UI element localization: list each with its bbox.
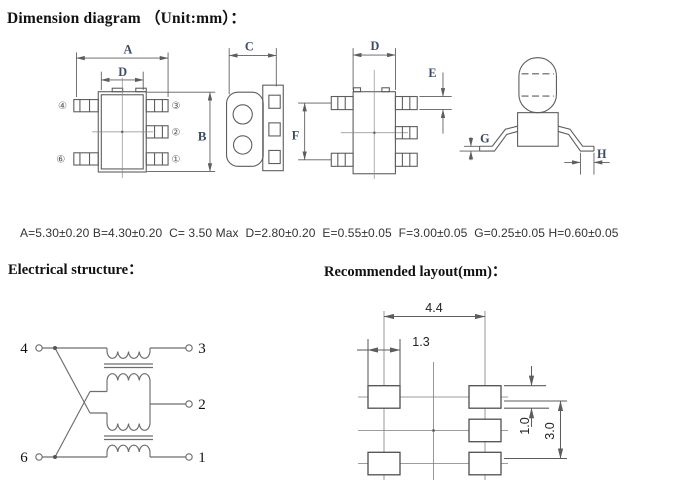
left-lead bbox=[479, 125, 518, 152]
dim-label-a: A bbox=[124, 42, 133, 56]
layout-dimensions: 4.4 1.3 1.0 3.0 bbox=[357, 301, 567, 460]
dim-label-d: D bbox=[118, 65, 127, 79]
pin-number-4: ④ bbox=[58, 101, 67, 112]
schematic-pin-3: 3 bbox=[198, 341, 206, 357]
terminal-3 bbox=[185, 344, 193, 352]
schematic-pin-2: 2 bbox=[198, 397, 206, 413]
pin-number-2: ② bbox=[171, 127, 180, 138]
junction-dot bbox=[53, 455, 57, 459]
dimension-values-line: A=5.30±0.20 B=4.30±0.20 C= 3.50 Max D=2.… bbox=[20, 226, 619, 240]
core-lines bbox=[104, 363, 153, 441]
dim-label-d2: D bbox=[370, 39, 379, 53]
schematic-pin-1: 1 bbox=[198, 450, 206, 466]
pin-number-1: ① bbox=[171, 154, 180, 165]
dim-label-e: E bbox=[428, 66, 436, 80]
dim-label-c: C bbox=[245, 40, 254, 54]
layout-center-mark bbox=[432, 429, 435, 432]
pad-left-top bbox=[367, 385, 401, 409]
electrical-structure-heading: Electrical structure： bbox=[8, 262, 143, 278]
pin-number-3: ③ bbox=[171, 101, 180, 112]
pin-1-pad bbox=[145, 152, 169, 166]
dim-label-h: H bbox=[597, 147, 607, 161]
right-lead bbox=[558, 125, 595, 152]
center-mark bbox=[121, 130, 124, 133]
winding-bottom bbox=[106, 444, 151, 457]
pin-number-6: ⑥ bbox=[56, 154, 65, 165]
pin-6-pad bbox=[73, 152, 99, 166]
electrical-schematic: 4 6 3 2 1 bbox=[20, 341, 206, 466]
pad-right-middle bbox=[468, 418, 502, 443]
recommended-layout-drawing: 4.4 1.3 1.0 3.0 bbox=[357, 301, 567, 480]
pad-left-bottom bbox=[367, 451, 401, 476]
layout-dim-pad-width: 1.3 bbox=[412, 335, 429, 349]
winding-lower-middle bbox=[106, 404, 151, 431]
layout-dim-row-span: 3.0 bbox=[543, 422, 557, 439]
winding-top bbox=[106, 348, 151, 359]
schematic-pin-4: 4 bbox=[20, 341, 28, 357]
dim-label-b: B bbox=[198, 129, 207, 144]
dim-label-f: F bbox=[292, 129, 299, 143]
dimension-views-drawing: A D ④ ⑥ ③ ② ① bbox=[56, 39, 610, 179]
solder-pads bbox=[367, 385, 502, 476]
pad-right-top bbox=[468, 385, 502, 409]
recommended-layout-heading: Recommended layout(mm)： bbox=[324, 264, 507, 280]
top-view-drawing: A D ④ ⑥ ③ ② ① bbox=[56, 42, 216, 179]
pin-4-pad bbox=[73, 99, 99, 113]
front-view-drawing: F D E bbox=[292, 39, 452, 179]
terminal-2 bbox=[185, 400, 193, 408]
terminal-6 bbox=[35, 453, 43, 461]
page-title: Dimension diagram （Unit:mm）： bbox=[7, 10, 246, 27]
schematic-wiring bbox=[35, 344, 193, 461]
layout-dim-width: 4.4 bbox=[425, 301, 442, 315]
base-outline bbox=[517, 112, 559, 147]
terminal-1 bbox=[185, 453, 193, 461]
core-end-outline bbox=[225, 91, 264, 167]
pin-3-pad bbox=[145, 99, 169, 113]
pin-bar bbox=[262, 84, 284, 172]
core-hole-bottom bbox=[232, 135, 253, 155]
schematic-pin-6: 6 bbox=[20, 450, 28, 466]
junction-dot bbox=[53, 346, 57, 350]
drum-core-outline bbox=[518, 57, 557, 114]
side-view-drawing: G H bbox=[459, 57, 610, 175]
end-view-drawing: C bbox=[225, 40, 284, 172]
core-hole-top bbox=[232, 104, 253, 125]
pad-right-bottom bbox=[468, 451, 502, 476]
winding-upper-middle bbox=[106, 373, 151, 404]
dim-label-g: G bbox=[480, 131, 490, 145]
layout-dim-pad-height: 1.0 bbox=[518, 417, 532, 434]
terminal-4 bbox=[35, 344, 43, 352]
